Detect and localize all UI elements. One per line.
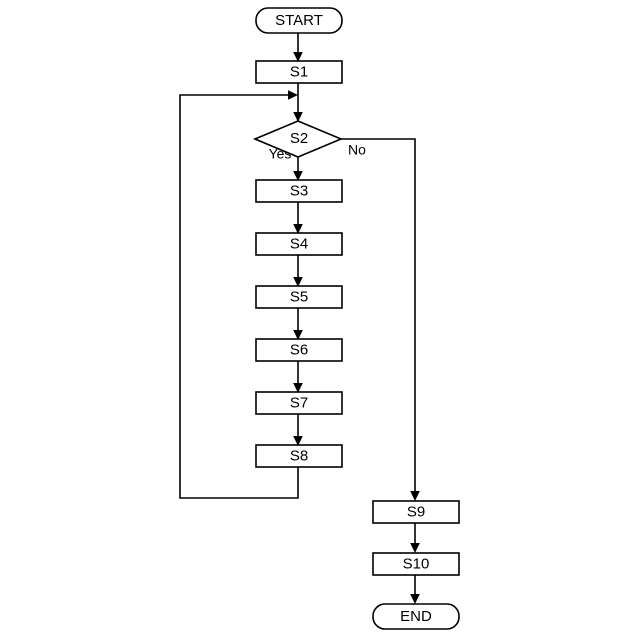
edge-s8-loopback-to-s2 bbox=[179, 90, 299, 499]
node-shape-process bbox=[255, 285, 343, 309]
node-end[interactable]: END bbox=[372, 603, 460, 630]
edge-line bbox=[341, 138, 416, 495]
node-s5[interactable]: S5 bbox=[255, 285, 343, 309]
edge-s3-to-s4 bbox=[293, 202, 303, 234]
node-s7[interactable]: S7 bbox=[255, 391, 343, 415]
arrow-head-icon bbox=[293, 224, 303, 234]
arrow-head-icon bbox=[293, 112, 303, 122]
node-shape-process bbox=[372, 500, 460, 524]
node-s10[interactable]: S10 bbox=[372, 552, 460, 576]
edge-s5-to-s6 bbox=[293, 308, 303, 340]
edge-label-no: No bbox=[348, 142, 366, 158]
arrow-head-icon bbox=[293, 383, 303, 393]
node-start[interactable]: START bbox=[255, 7, 343, 34]
edge-s4-to-s5 bbox=[293, 255, 303, 287]
node-shape-decision bbox=[252, 120, 344, 158]
node-shape-process bbox=[255, 232, 343, 256]
node-label-s8: S8 bbox=[290, 447, 308, 464]
node-label-s10: S10 bbox=[403, 555, 430, 572]
node-s4[interactable]: S4 bbox=[255, 232, 343, 256]
arrow-head-icon bbox=[410, 491, 420, 501]
node-s9[interactable]: S9 bbox=[372, 500, 460, 524]
node-label-s7: S7 bbox=[290, 394, 308, 411]
node-label-s1: S1 bbox=[290, 63, 308, 80]
node-label-s5: S5 bbox=[290, 288, 308, 305]
node-s6[interactable]: S6 bbox=[255, 338, 343, 362]
node-shape-terminator bbox=[255, 7, 343, 34]
node-label-s2: S2 bbox=[290, 130, 308, 147]
edge-s6-to-s7 bbox=[293, 361, 303, 393]
arrow-head-icon bbox=[293, 52, 303, 62]
node-shape-terminator bbox=[372, 603, 460, 630]
node-shape-process bbox=[255, 444, 343, 468]
edge-s1-to-s2 bbox=[293, 83, 303, 122]
edge-s9-to-s10 bbox=[410, 523, 420, 553]
node-shape-process bbox=[372, 552, 460, 576]
edge-start-to-s1 bbox=[293, 33, 303, 62]
arrow-head-icon bbox=[293, 277, 303, 287]
node-s3[interactable]: S3 bbox=[255, 179, 343, 203]
arrow-head-icon bbox=[410, 594, 420, 604]
node-s2-decision[interactable]: S2 bbox=[252, 120, 344, 158]
node-label-s4: S4 bbox=[290, 235, 308, 252]
edge-s10-to-end bbox=[410, 575, 420, 604]
arrow-head-icon bbox=[293, 330, 303, 340]
node-label-end: END bbox=[400, 608, 432, 625]
node-s8[interactable]: S8 bbox=[255, 444, 343, 468]
arrow-head-icon bbox=[288, 90, 298, 100]
node-shape-process bbox=[255, 179, 343, 203]
arrow-head-icon bbox=[410, 543, 420, 553]
arrow-head-icon bbox=[293, 171, 303, 181]
node-label-start: START bbox=[275, 12, 323, 29]
node-label-s6: S6 bbox=[290, 341, 308, 358]
edge-line bbox=[179, 94, 299, 499]
node-label-s9: S9 bbox=[407, 503, 425, 520]
edge-s2-to-s9-no: No bbox=[341, 138, 420, 501]
arrow-head-icon bbox=[293, 436, 303, 446]
node-shape-process bbox=[255, 338, 343, 362]
edge-s7-to-s8 bbox=[293, 414, 303, 446]
node-shape-process bbox=[255, 60, 343, 84]
node-s1[interactable]: S1 bbox=[255, 60, 343, 84]
node-label-s3: S3 bbox=[290, 182, 308, 199]
node-shape-process bbox=[255, 391, 343, 415]
